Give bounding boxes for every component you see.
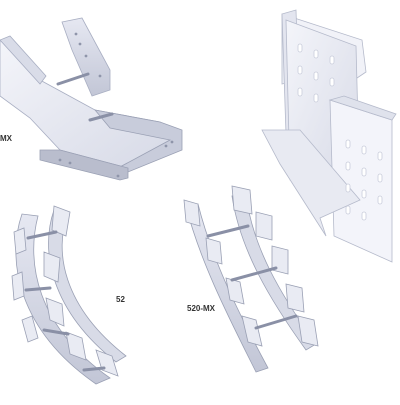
tee-rungs: [56, 72, 114, 122]
tee-left-wall: [0, 35, 47, 85]
vertical-bend-label: 52: [116, 295, 125, 304]
tee-front-wall: [39, 149, 129, 181]
straight-holes: [297, 43, 383, 221]
horizontal-bend-rungs: [206, 224, 298, 330]
vertical-bend-outer-rail: [15, 213, 111, 385]
vertical-bend: [11, 205, 127, 385]
horizontal-bend-label: 520-MX: [187, 304, 216, 313]
tee-fitting-label: MX: [0, 134, 12, 143]
straight-front-lip: [328, 95, 397, 121]
horizontal-bend: [183, 185, 319, 373]
tee-fitting: [0, 17, 183, 181]
straight-sections: [261, 9, 397, 263]
vertical-bend-plates: [11, 205, 119, 377]
tee-holes: [58, 32, 174, 178]
straight-flange: [261, 129, 361, 237]
horizontal-bend-plates: [183, 185, 319, 347]
vertical-bend-rungs: [24, 230, 106, 372]
